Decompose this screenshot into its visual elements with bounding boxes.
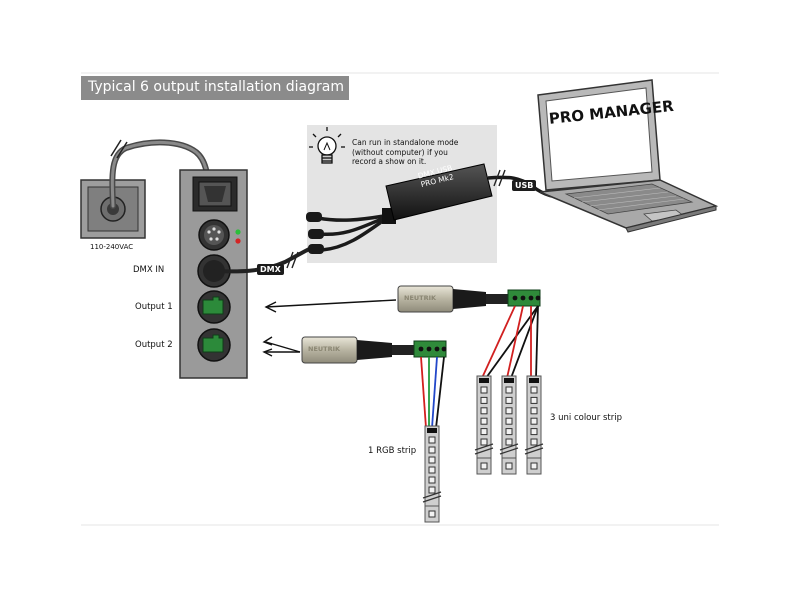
rgb-strip-wires <box>420 356 445 429</box>
uni-strip-label: 3 uni colour strip <box>550 413 622 423</box>
dongle-fanout <box>317 214 386 252</box>
rgb-strip <box>422 425 442 523</box>
cable-break-mark <box>110 139 128 159</box>
laptop <box>537 79 719 233</box>
status-led-green <box>235 229 241 235</box>
output-arrows <box>262 299 397 357</box>
header-title: Typical 6 output installation diagram <box>88 79 344 95</box>
dmx-in-label: DMX IN <box>133 265 165 275</box>
connector2-brand: NEUTRIK <box>308 345 341 353</box>
uni-colour-strips <box>474 375 544 475</box>
output1-label: Output 1 <box>135 302 173 312</box>
rgb-strip-label: 1 RGB strip <box>368 446 417 456</box>
xlr-connector-2 <box>301 336 447 364</box>
standalone-note: Can run in standalone mode (without comp… <box>352 138 459 166</box>
dongle-plugs <box>306 212 324 254</box>
output2-label: Output 2 <box>135 340 173 350</box>
status-led-red <box>235 238 241 244</box>
connector1-brand: NEUTRIK <box>404 294 437 302</box>
uni-strip-wires <box>481 305 539 379</box>
rgb-strip-body <box>422 425 442 523</box>
lightbulb-icon <box>309 127 345 164</box>
xlr-connector-1 <box>397 285 541 313</box>
usb-cable-tag: USB <box>512 180 537 191</box>
power-label: 110-240VAC <box>90 243 134 251</box>
diagram-header: Typical 6 output installation diagram <box>81 76 349 100</box>
controller-unit <box>179 169 248 379</box>
uni-strip-1 <box>474 375 494 475</box>
uni-strip-2 <box>499 375 519 475</box>
dmx-cable-tag: DMX <box>257 264 284 275</box>
dmx-usb-dongle <box>385 163 493 221</box>
uni-strip-3 <box>524 375 544 475</box>
